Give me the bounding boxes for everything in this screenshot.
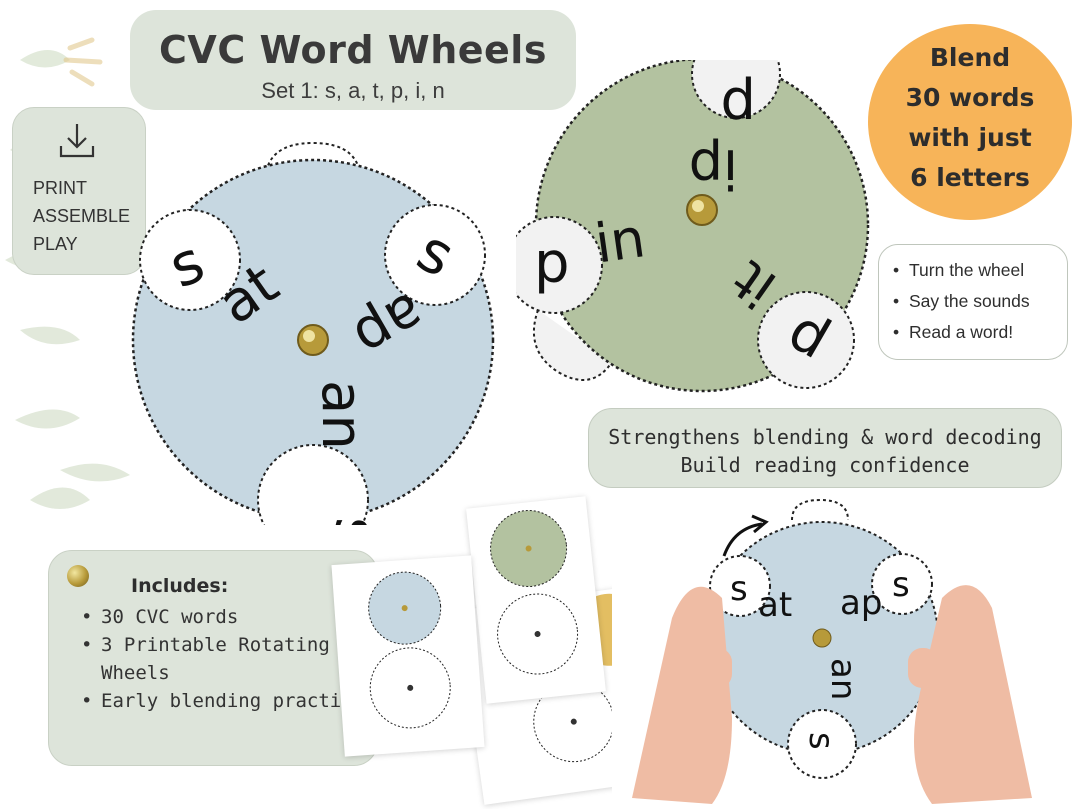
include-item: Early blending practice — [79, 687, 377, 715]
left-hand — [632, 586, 732, 804]
photo-word-ap: ap — [840, 583, 882, 623]
gold-pin-icon — [67, 565, 89, 587]
right-hand — [908, 585, 1032, 804]
hands-holding-wheel-photo: s s s at ap an — [612, 498, 1080, 804]
svg-text:s: s — [892, 565, 910, 605]
instructions-panel: Turn the wheel Say the sounds Read a wor… — [878, 244, 1068, 360]
green-word-in: in — [591, 206, 649, 275]
sheet-2-wheel — [490, 509, 579, 675]
instruction-item: Read a word! — [891, 317, 1067, 348]
benefit-line-1: Strengthens blending & word decoding — [608, 425, 1042, 449]
benefits-panel: Strengthens blending & word decoding Bui… — [588, 408, 1062, 488]
printable-sheet-1 — [331, 555, 485, 757]
blue-word-wheel: s s s at ap an — [131, 141, 495, 525]
includes-panel: Includes: 30 CVC words 3 Printable Rotat… — [48, 550, 378, 766]
green-letter-top: p — [720, 74, 756, 139]
printable-sheet-2 — [466, 496, 606, 704]
step-play: PLAY — [33, 234, 78, 254]
instruction-item: Turn the wheel — [891, 255, 1067, 286]
blue-letter-bottom: s — [322, 517, 390, 525]
svg-text:s: s — [801, 732, 841, 750]
download-icon — [59, 124, 95, 158]
include-item: 3 Printable Rotating Wheels — [79, 631, 377, 687]
steps-panel: PRINT ASSEMBLE PLAY — [12, 107, 146, 275]
title-panel: CVC Word Wheels Set 1: s, a, t, p, i, n — [130, 10, 576, 110]
photo-word-an: an — [823, 658, 863, 700]
blend-line-4: 6 letters — [910, 163, 1030, 192]
instruction-item: Say the sounds — [891, 286, 1067, 317]
blend-line-1: Blend — [929, 43, 1011, 72]
green-word-ip: ip — [689, 137, 738, 200]
photo-word-at: at — [758, 585, 792, 625]
green-word-wheel: p p p in ip it — [516, 60, 870, 393]
sheet-1-wheel — [368, 571, 451, 729]
page-subtitle: Set 1: s, a, t, p, i, n — [261, 78, 445, 103]
green-letter-left: p — [534, 231, 570, 296]
step-assemble: ASSEMBLE — [33, 206, 131, 226]
blend-line-2: 30 words — [905, 83, 1035, 112]
blend-line-3: with just — [908, 123, 1032, 152]
rotate-arrow-icon — [722, 522, 763, 557]
blend-badge: Blend 30 words with just 6 letters — [868, 24, 1072, 220]
blue-word-an: an — [309, 380, 374, 450]
photo-illustration: s s s at ap an — [632, 498, 1032, 804]
benefit-line-2: Build reading confidence — [680, 453, 970, 477]
include-item: 30 CVC words — [79, 603, 377, 631]
includes-heading: Includes: — [131, 575, 229, 597]
page-title: CVC Word Wheels — [159, 28, 547, 72]
step-print: PRINT — [33, 178, 87, 198]
svg-text:s: s — [730, 569, 748, 609]
